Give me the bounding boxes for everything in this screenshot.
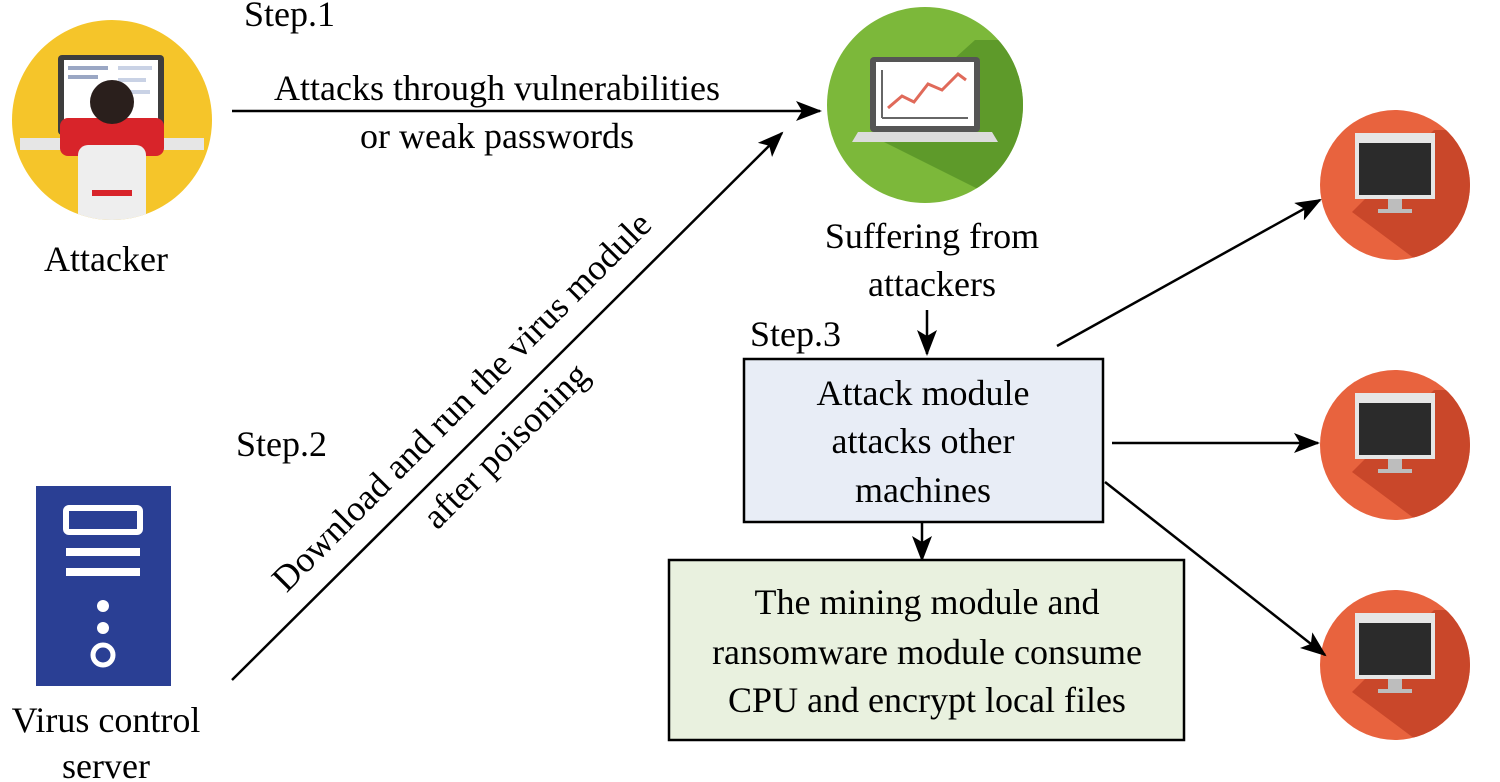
step1-text-line1: Attacks through vulnerabilities — [274, 68, 720, 108]
attack-to-target3-arrow — [1104, 481, 1327, 657]
attack-module-line2: attacks other — [832, 421, 1015, 461]
server-tower-icon — [36, 486, 171, 686]
step2-text-line1: Download and run the virus module — [264, 204, 659, 599]
mining-module-box — [667, 558, 1186, 742]
attacker-computer-icon — [12, 20, 212, 220]
attack-module-line3: machines — [855, 470, 991, 510]
step2-label: Step.2 — [236, 424, 327, 464]
attack-module-box — [742, 357, 1105, 524]
suffering-label-line1: Suffering from — [825, 216, 1039, 256]
infected-laptop-chart-icon — [827, 7, 1023, 203]
monitor-icon — [1320, 370, 1470, 520]
step2-arrow — [231, 131, 784, 681]
step1-text-line2: or weak passwords — [360, 116, 634, 156]
step1-label: Step.1 — [244, 0, 335, 34]
attack-module-line1: Attack module — [817, 373, 1030, 413]
monitor-icon — [1320, 590, 1470, 740]
server-label-line2: server — [62, 746, 150, 782]
mining-line1: The mining module and — [755, 582, 1100, 622]
step3-label: Step.3 — [750, 314, 841, 354]
suffering-label-line2: attackers — [868, 264, 996, 304]
mining-line3: CPU and encrypt local files — [728, 680, 1126, 720]
server-label-line1: Virus control — [12, 700, 201, 740]
monitor-icon — [1320, 110, 1470, 260]
attack-to-target1-arrow — [1056, 198, 1322, 348]
mining-line2: ransomware module consume — [712, 632, 1142, 672]
attacker-label: Attacker — [44, 239, 168, 279]
